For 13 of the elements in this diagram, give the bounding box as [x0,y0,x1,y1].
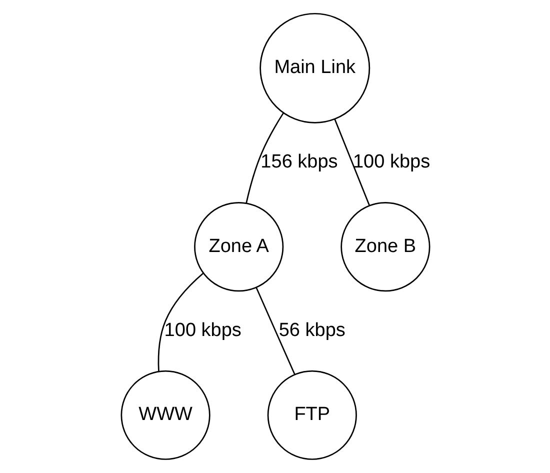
node-circle: WWW [120,370,210,460]
connector [334,118,370,206]
connector [255,287,295,374]
edge-label: 100 kbps [164,320,241,341]
connector [157,272,204,372]
node-circle: FTP [266,370,356,460]
connector [245,112,284,204]
node-circle: Zone B [340,202,430,292]
node-circle: Zone A [194,202,284,292]
node-circle: Main Link [259,12,370,124]
edge-label: 100 kbps [352,152,430,173]
edge-label: 56 kbps [278,320,345,341]
edge-label: 156 kbps [260,152,338,173]
